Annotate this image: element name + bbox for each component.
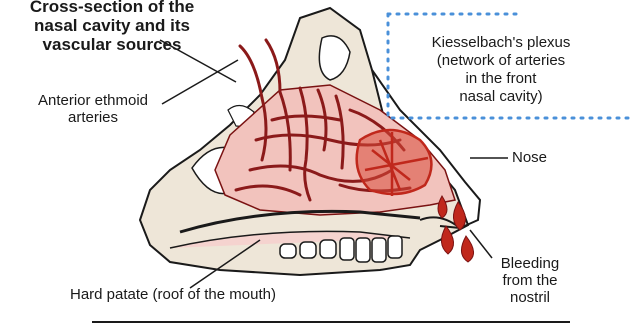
kiesselbach-line-4: nasal cavity) [398, 88, 604, 106]
ethmoid-line-1: Anterior ethmoid [8, 92, 178, 109]
diagram-title: Cross-section of the nasal cavity and it… [2, 0, 222, 54]
kiesselbach-label: Kiesselbach's plexus (network of arterie… [398, 34, 604, 106]
bleeding-line-2: from the [470, 272, 590, 289]
title-line-2: nasal cavity and its [2, 16, 222, 35]
title-line-1: Cross-section of the [2, 0, 222, 16]
kiesselbach-line-3: in the front [398, 70, 604, 88]
kiesselbach-line-2: (network of arteries [398, 52, 604, 70]
title-line-3: vascular sources [2, 35, 222, 54]
kiesselbach-plexus [357, 130, 432, 196]
nose-label: Nose [512, 149, 547, 166]
ethmoid-line-2: arteries [8, 109, 178, 126]
ethmoid-label: Anterior ethmoid arteries [8, 92, 178, 126]
bleeding-line-1: Bleeding [470, 255, 590, 272]
bleeding-line-3: nostril [470, 289, 590, 306]
hard-palate-label: Hard patate (roof of the mouth) [70, 286, 276, 303]
kiesselbach-line-1: Kiesselbach's plexus [398, 34, 604, 52]
bleeding-label: Bleeding from the nostril [470, 255, 590, 306]
